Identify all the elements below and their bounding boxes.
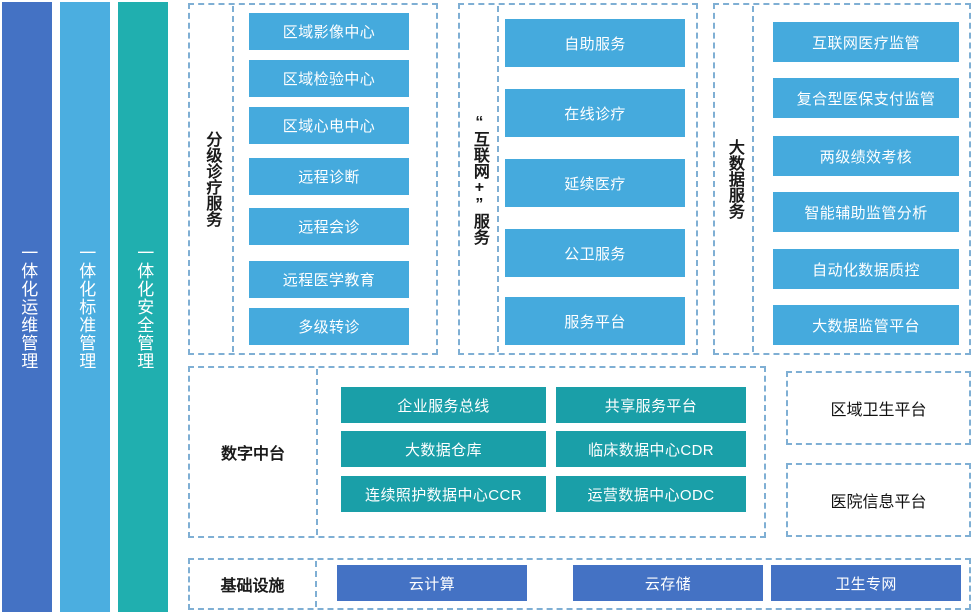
item-operational-data-center-odc[interactable]: 运营数据中心ODC [556, 476, 746, 512]
section-big-data-divider [752, 6, 754, 352]
item-intelligent-supervision-analysis[interactable]: 智能辅助监管分析 [773, 192, 959, 232]
item-cloud-storage[interactable]: 云存储 [573, 565, 763, 601]
item-remote-diagnosis[interactable]: 远程诊断 [249, 158, 409, 195]
item-self-service[interactable]: 自助服务 [505, 19, 685, 67]
section-internet-plus-title: “互联网+”服务 [470, 113, 488, 245]
section-infrastructure-divider [315, 561, 317, 607]
section-big-data-title: 大数据服务 [725, 139, 743, 219]
item-cloud-computing[interactable]: 云计算 [337, 565, 527, 601]
section-internet-plus-divider [497, 6, 499, 352]
item-clinical-data-center-cdr[interactable]: 临床数据中心CDR [556, 431, 746, 467]
sidebar-bar-security: 一体化安全管理 [118, 2, 168, 612]
item-big-data-warehouse[interactable]: 大数据仓库 [341, 431, 546, 467]
sidebar-bar-operations: 一体化运维管理 [2, 2, 52, 612]
item-health-private-network[interactable]: 卫生专网 [771, 565, 961, 601]
item-two-level-performance-review[interactable]: 两级绩效考核 [773, 136, 959, 176]
sidebar-bar-standards: 一体化标准管理 [60, 2, 110, 612]
section-tiered-diagnosis-divider [232, 6, 234, 352]
item-compound-insurance-payment-supervision[interactable]: 复合型医保支付监管 [773, 78, 959, 118]
item-regional-imaging-center[interactable]: 区域影像中心 [249, 13, 409, 50]
item-online-diagnosis[interactable]: 在线诊疗 [505, 89, 685, 137]
item-multilevel-referral[interactable]: 多级转诊 [249, 308, 409, 345]
item-remote-medical-education[interactable]: 远程医学教育 [249, 261, 409, 298]
section-digital-midend-title: 数字中台 [220, 446, 285, 463]
platform-regional-health[interactable]: 区域卫生平台 [786, 371, 971, 445]
item-automated-data-quality-control[interactable]: 自动化数据质控 [773, 249, 959, 289]
item-big-data-supervision-platform[interactable]: 大数据监管平台 [773, 305, 959, 345]
section-tiered-diagnosis-title: 分级诊疗服务 [203, 131, 221, 227]
item-continuing-care-data-center-ccr[interactable]: 连续照护数据中心CCR [341, 476, 546, 512]
sidebar-bar-operations-label: 一体化运维管理 [18, 244, 38, 370]
item-remote-consultation[interactable]: 远程会诊 [249, 208, 409, 245]
sidebar-bar-security-label: 一体化安全管理 [134, 244, 154, 370]
section-digital-midend-divider [316, 369, 318, 535]
item-enterprise-service-bus[interactable]: 企业服务总线 [341, 387, 546, 423]
sidebar-bar-standards-label: 一体化标准管理 [76, 244, 96, 370]
platform-hospital-information[interactable]: 医院信息平台 [786, 463, 971, 537]
item-continuing-care[interactable]: 延续医疗 [505, 159, 685, 207]
item-regional-lab-center[interactable]: 区域检验中心 [249, 60, 409, 97]
section-infrastructure-title: 基础设施 [220, 578, 285, 595]
item-public-health-service[interactable]: 公卫服务 [505, 229, 685, 277]
item-regional-ecg-center[interactable]: 区域心电中心 [249, 107, 409, 144]
item-shared-service-platform[interactable]: 共享服务平台 [556, 387, 746, 423]
item-internet-medical-supervision[interactable]: 互联网医疗监管 [773, 22, 959, 62]
item-service-platform[interactable]: 服务平台 [505, 297, 685, 345]
